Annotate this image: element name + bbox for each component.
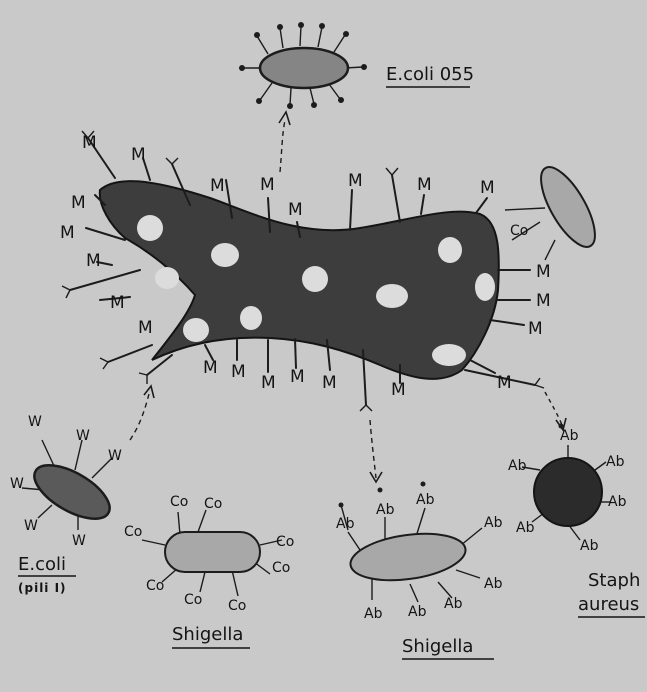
ecoli-pili-text: E.coli bbox=[18, 554, 66, 575]
shigella-left-label: Shigella bbox=[172, 624, 250, 648]
co-label: Co bbox=[204, 496, 222, 512]
ecoli-055-label: E.coli 055 bbox=[386, 64, 474, 87]
ab-label: Ab bbox=[560, 428, 579, 444]
ab-label: Ab bbox=[580, 538, 599, 554]
w-label: W bbox=[10, 476, 24, 492]
w-label: W bbox=[28, 414, 42, 430]
m-label: M bbox=[497, 373, 512, 393]
co-label: Co bbox=[146, 578, 164, 594]
ab-label: Ab bbox=[364, 606, 383, 622]
ab-label: Ab bbox=[608, 494, 627, 510]
m-label: M bbox=[261, 373, 276, 393]
ab-label: Ab bbox=[516, 520, 535, 536]
m-label: M bbox=[82, 133, 97, 153]
m-label: M bbox=[131, 145, 146, 165]
ecoli-055-text: E.coli 055 bbox=[386, 64, 474, 85]
co-label: Co bbox=[184, 592, 202, 608]
m-label: M bbox=[288, 200, 303, 220]
ab-label: Ab bbox=[606, 454, 625, 470]
ab-label: Ab bbox=[484, 576, 503, 592]
ab-label: Ab bbox=[408, 604, 427, 620]
m-label: M bbox=[231, 362, 246, 382]
shigella-right-text: Shigella bbox=[402, 636, 473, 657]
co-label: Co bbox=[276, 534, 294, 550]
w-label: W bbox=[108, 448, 122, 464]
staph-text: Staph bbox=[588, 570, 640, 591]
m-label: M bbox=[322, 373, 337, 393]
co-label: Co bbox=[510, 223, 528, 239]
ab-label: Ab bbox=[444, 596, 463, 612]
m-label: M bbox=[536, 291, 551, 311]
ab-label: Ab bbox=[508, 458, 527, 474]
ab-label: Ab bbox=[336, 516, 355, 532]
m-label: M bbox=[536, 262, 551, 282]
m-label: M bbox=[86, 251, 101, 271]
ab-label: Ab bbox=[376, 502, 395, 518]
m-label: M bbox=[138, 318, 153, 338]
staph-aureus-label: Staph aureus bbox=[578, 570, 645, 617]
m-label: M bbox=[210, 176, 225, 196]
co-label: Co bbox=[228, 598, 246, 614]
ab-label: Ab bbox=[416, 492, 435, 508]
m-label: M bbox=[110, 293, 125, 313]
w-label: W bbox=[76, 428, 90, 444]
m-label: M bbox=[60, 223, 75, 243]
m-label: M bbox=[391, 380, 406, 400]
m-label: M bbox=[528, 319, 543, 339]
m-label: M bbox=[480, 178, 495, 198]
m-label: M bbox=[203, 358, 218, 378]
pili-note-text: (pili I) bbox=[18, 581, 67, 595]
aureus-text: aureus bbox=[578, 594, 639, 615]
m-label: M bbox=[290, 367, 305, 387]
w-label: W bbox=[24, 518, 38, 534]
m-label: M bbox=[260, 175, 275, 195]
co-label: Co bbox=[124, 524, 142, 540]
co-label: Co bbox=[170, 494, 188, 510]
m-label: M bbox=[71, 193, 86, 213]
shigella-left-text: Shigella bbox=[172, 624, 243, 645]
ab-label: Ab bbox=[484, 515, 503, 531]
m-label: M bbox=[348, 171, 363, 191]
co-label: Co bbox=[272, 560, 290, 576]
m-label: M bbox=[417, 175, 432, 195]
w-label: W bbox=[72, 533, 86, 549]
